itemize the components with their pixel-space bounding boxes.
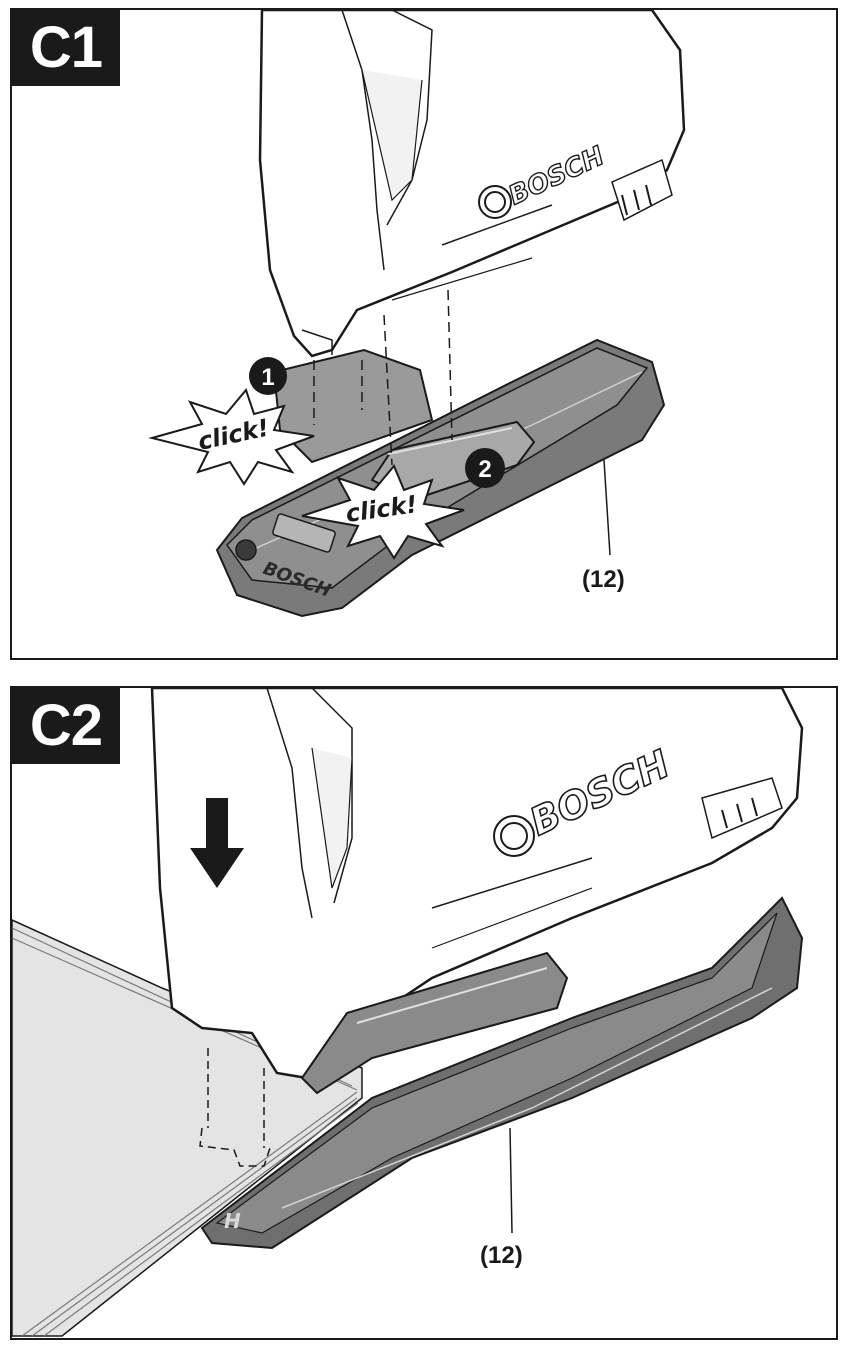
panel-c1: BOSCH BOSCH [10, 8, 838, 660]
c2-callout-label: (12) [480, 1242, 523, 1270]
c1-callout-leader [604, 460, 610, 555]
c1-panel-tag: C1 [12, 10, 120, 86]
panel-c2: H BOSCH [10, 686, 838, 1340]
c2-base-mark: H [224, 1209, 241, 1233]
c2-illustration: H BOSCH [12, 688, 836, 1338]
c2-callout-leader [510, 1128, 512, 1233]
c1-step-marker-1: 1 [249, 357, 287, 395]
c2-panel-tag: C2 [12, 688, 120, 764]
c1-callout-label: (12) [582, 566, 625, 594]
c1-illustration: BOSCH BOSCH [12, 10, 836, 658]
c1-step-label-2: 2 [478, 456, 491, 483]
c1-step-label-1: 1 [261, 364, 274, 391]
c1-step-marker-2: 2 [465, 448, 505, 488]
c1-tool-body: BOSCH [260, 10, 684, 356]
